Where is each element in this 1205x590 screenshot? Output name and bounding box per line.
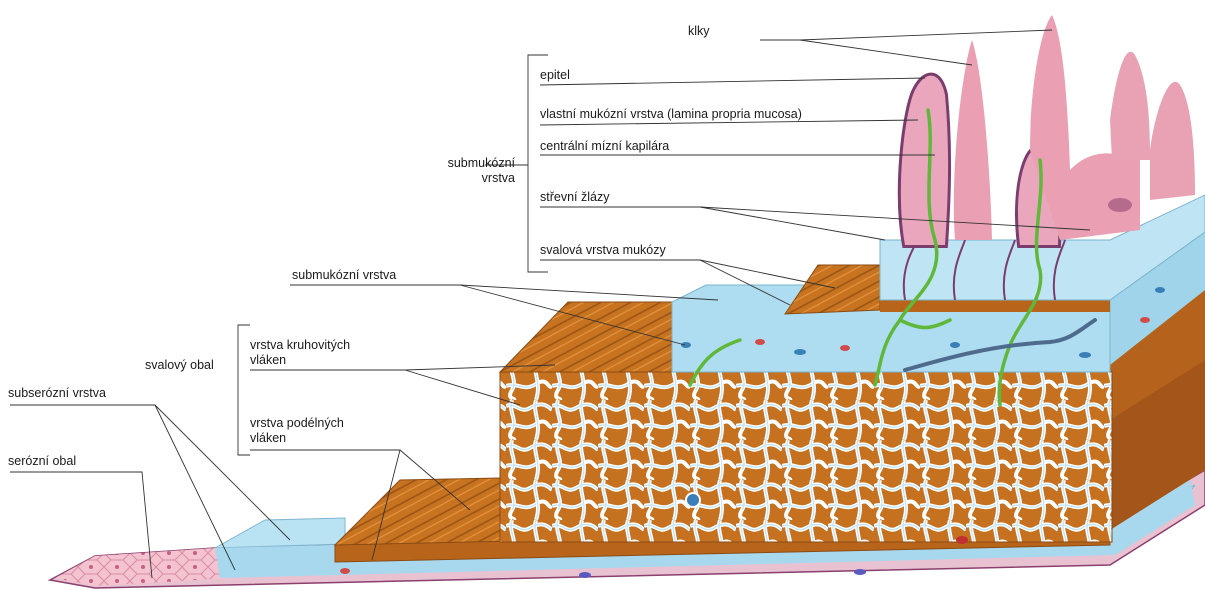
label-longitudinal-fibers: vrstva podélných vláken	[250, 416, 370, 446]
label-lamina-propria: vlastní mukózní vrstva (lamina propria m…	[540, 107, 802, 122]
circular-muscle-top	[500, 302, 672, 372]
label-central-lymph-capillary: centrální mízní kapilára	[540, 139, 669, 154]
label-muscularis-mucosae: svalová vrstva mukózy	[540, 243, 666, 258]
label-epitel: epitel	[540, 68, 570, 83]
label-muscular-coat: svalový obal	[145, 358, 214, 373]
villi	[901, 15, 1195, 245]
label-submucosa: submukózní vrstva	[292, 268, 396, 283]
label-intestinal-glands: střevní žlázy	[540, 190, 609, 205]
label-serosa: serózní obal	[8, 454, 76, 469]
label-klky: klky	[688, 24, 710, 39]
label-circular-fibers: vrstva kruhovitých vláken	[250, 338, 385, 368]
circular-muscle-front	[500, 372, 1112, 542]
longitudinal-muscle-top	[335, 478, 500, 545]
label-submucosa-bracket: submukózní vrstva	[425, 156, 515, 186]
label-subserosa: subserózní vrstva	[8, 386, 106, 401]
